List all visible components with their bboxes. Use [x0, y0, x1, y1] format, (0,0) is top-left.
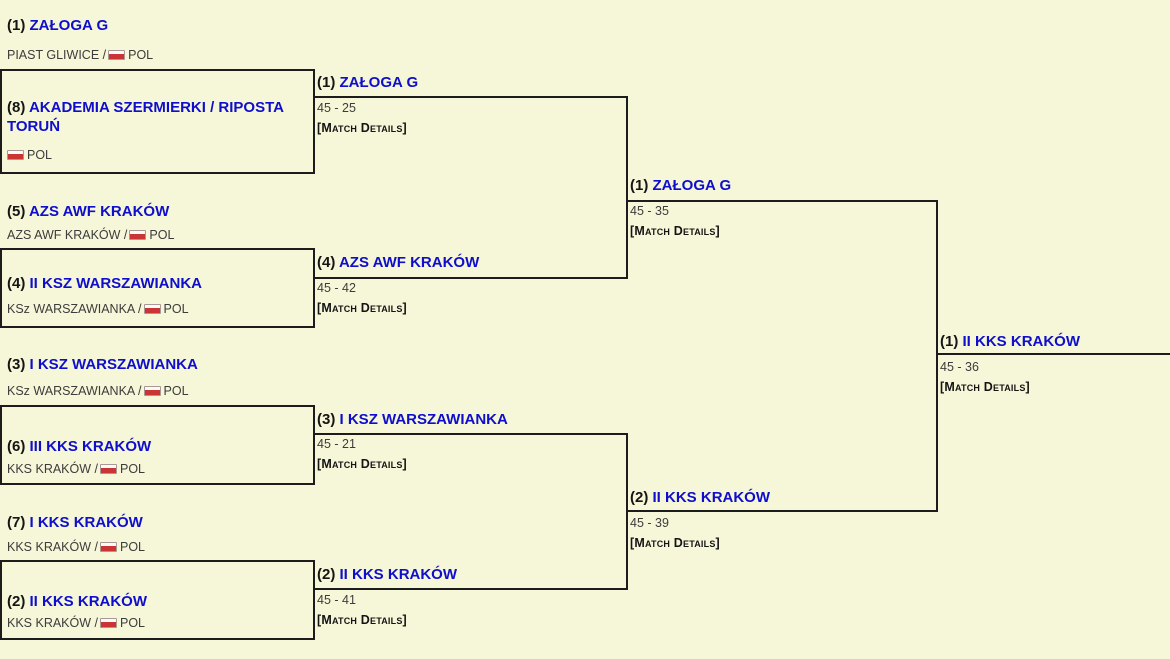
- r1-team8-name: (2) II KKS KRAKÓW: [7, 592, 307, 611]
- match-details-link[interactable]: [Match Details]: [630, 224, 720, 238]
- team-link[interactable]: II KSZ WARSZAWIANKA: [29, 275, 203, 292]
- round1-match2-box: [0, 248, 315, 328]
- team-seed: (8): [7, 99, 26, 116]
- final-winner-name: (1) II KKS KRAKÓW: [940, 332, 1168, 351]
- poland-flag-icon: [7, 150, 24, 160]
- r2-match1-score: 45 - 25: [317, 101, 356, 115]
- r1-team5-club: KSz WARSZAWIANKA /POL: [7, 384, 189, 398]
- r1-team4-club: KSz WARSZAWIANKA /POL: [7, 302, 189, 316]
- team-link[interactable]: I KKS KRAKÓW: [29, 514, 143, 531]
- team-seed: (2): [7, 593, 26, 610]
- team-link[interactable]: III KKS KRAKÓW: [29, 438, 152, 455]
- final-connector: [626, 200, 938, 512]
- r2-match3-score: 45 - 21: [317, 437, 356, 451]
- team-link[interactable]: AZS AWF KRAKÓW: [28, 203, 170, 220]
- team-seed: (4): [317, 254, 336, 271]
- team-link[interactable]: I KSZ WARSZAWIANKA: [339, 411, 508, 428]
- team-link[interactable]: AKADEMIA SZERMIERKI / RIPOSTA TORUŃ: [7, 99, 284, 135]
- match-details-link[interactable]: [Match Details]: [630, 536, 720, 550]
- team-link[interactable]: II KKS KRAKÓW: [652, 489, 771, 506]
- match-details-link[interactable]: [Match Details]: [317, 301, 407, 315]
- team-seed: (2): [317, 566, 336, 583]
- team-link[interactable]: ZAŁOGA G: [29, 17, 109, 34]
- r1-team7-club: KKS KRAKÓW /POL: [7, 540, 146, 554]
- match-details-link[interactable]: [Match Details]: [317, 121, 407, 135]
- poland-flag-icon: [100, 618, 117, 628]
- team-seed: (1): [317, 74, 336, 91]
- r1-team2-name: (8) AKADEMIA SZERMIERKI / RIPOSTA TORUŃ: [7, 98, 303, 136]
- team-link[interactable]: II KKS KRAKÓW: [962, 333, 1081, 350]
- match-details-link[interactable]: [Match Details]: [940, 380, 1030, 394]
- r2-winner3-name: (3) I KSZ WARSZAWIANKA: [317, 410, 617, 429]
- team-link[interactable]: AZS AWF KRAKÓW: [338, 254, 480, 271]
- r1-team3-name: (5) AZS AWF KRAKÓW: [7, 202, 307, 221]
- r1-team6-name: (6) III KKS KRAKÓW: [7, 437, 307, 456]
- r2-match2-score: 45 - 42: [317, 281, 356, 295]
- team-seed: (6): [7, 438, 26, 455]
- r1-team6-club: KKS KRAKÓW /POL: [7, 462, 146, 476]
- round1-match4-box: [0, 560, 315, 640]
- r2-winner4-name: (2) II KKS KRAKÓW: [317, 565, 617, 584]
- team-seed: (1): [630, 177, 649, 194]
- champion-line: [936, 353, 1170, 355]
- poland-flag-icon: [100, 542, 117, 552]
- r1-team5-name: (3) I KSZ WARSZAWIANKA: [7, 355, 307, 374]
- team-seed: (1): [7, 17, 26, 34]
- r1-team7-name: (7) I KKS KRAKÓW: [7, 513, 307, 532]
- semifinal1-connector: [313, 96, 628, 279]
- r1-team8-club: KKS KRAKÓW /POL: [7, 616, 146, 630]
- poland-flag-icon: [100, 464, 117, 474]
- poland-flag-icon: [143, 386, 161, 396]
- team-seed: (1): [940, 333, 959, 350]
- r2-winner2-name: (4) AZS AWF KRAKÓW: [317, 253, 617, 272]
- team-link[interactable]: II KKS KRAKÓW: [29, 593, 148, 610]
- r2-winner1-name: (1) ZAŁOGA G: [317, 73, 617, 92]
- team-seed: (7): [7, 514, 26, 531]
- r1-team1-club: PIAST GLIWICE /POL: [7, 48, 154, 62]
- r1-team2-club: POL: [7, 148, 52, 163]
- round1-match3-box: [0, 405, 315, 485]
- team-seed: (2): [630, 489, 649, 506]
- round1-match1-box: [0, 69, 315, 174]
- team-link[interactable]: ZAŁOGA G: [339, 74, 419, 91]
- final-match-score: 45 - 36: [940, 360, 979, 374]
- sf-match2-score: 45 - 39: [630, 516, 669, 530]
- r2-match4-score: 45 - 41: [317, 593, 356, 607]
- match-details-link[interactable]: [Match Details]: [317, 457, 407, 471]
- team-link[interactable]: ZAŁOGA G: [652, 177, 732, 194]
- team-seed: (3): [7, 356, 26, 373]
- team-seed: (5): [7, 203, 26, 220]
- r1-team1-name: (1) ZAŁOGA G: [7, 16, 307, 35]
- match-details-link[interactable]: [Match Details]: [317, 613, 407, 627]
- r1-team3-club: AZS AWF KRAKÓW /POL: [7, 228, 175, 242]
- poland-flag-icon: [143, 304, 161, 314]
- sf-winner2-name: (2) II KKS KRAKÓW: [630, 488, 930, 507]
- team-seed: (3): [317, 411, 336, 428]
- team-link[interactable]: II KKS KRAKÓW: [339, 566, 458, 583]
- poland-flag-icon: [129, 230, 147, 240]
- sf-winner1-name: (1) ZAŁOGA G: [630, 176, 930, 195]
- team-link[interactable]: I KSZ WARSZAWIANKA: [29, 356, 198, 373]
- poland-flag-icon: [108, 50, 126, 60]
- sf-match1-score: 45 - 35: [630, 204, 669, 218]
- r1-team4-name: (4) II KSZ WARSZAWIANKA: [7, 274, 307, 293]
- team-seed: (4): [7, 275, 26, 292]
